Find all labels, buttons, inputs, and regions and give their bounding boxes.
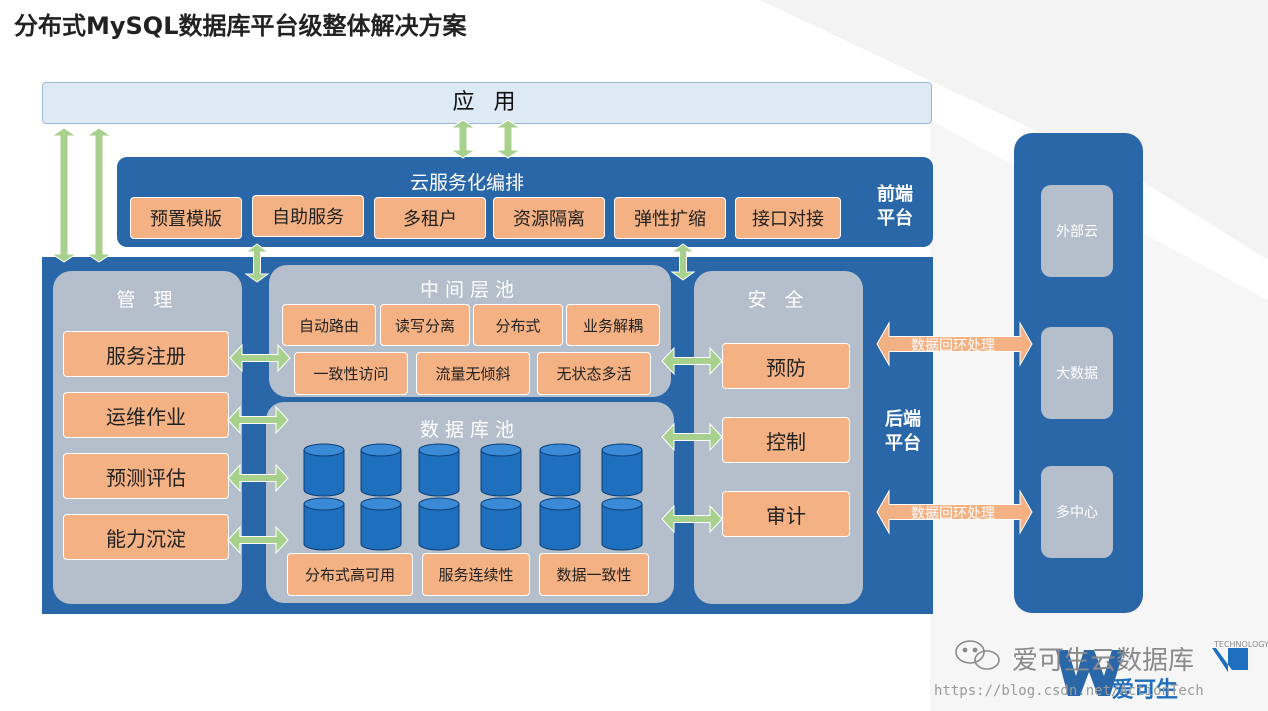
management-link-arrow [227,463,289,493]
management-item: 能力沉淀 [63,514,229,560]
back-platform-label: 后端 平台 [868,408,938,456]
front-platform-line-1: 前端 [877,184,913,205]
database-cylinder-icon [539,497,581,551]
orchestration-item: 接口对接 [735,197,841,239]
database-pool-title: 数据库池 [419,419,520,441]
external-system-box: 大数据 [1041,327,1113,419]
orchestration-item: 资源隔离 [493,197,605,239]
front-platform-line-2: 平台 [877,208,913,229]
middleware-item: 无状态多活 [537,352,651,395]
orchestration-item: 自助服务 [252,195,364,237]
middleware-pool-title: 中间层池 [419,279,520,301]
database-cylinder-icon [360,497,402,551]
management-item: 服务注册 [63,331,229,377]
back-platform-line-2: 平台 [885,433,921,454]
app-double-arrow [449,119,477,159]
security-link-arrow [661,504,723,534]
middleware-item: 流量无倾斜 [416,352,530,395]
security-link-arrow [661,346,723,376]
database-pool-item: 数据一致性 [539,553,649,596]
bg-shape-top [760,0,1268,260]
middleware-item: 一致性访问 [294,352,408,395]
database-pool-item: 分布式高可用 [287,553,413,596]
management-link-arrow [229,343,291,373]
management-item: 预测评估 [63,453,229,499]
security-item: 审计 [722,491,850,537]
middleware-item: 自动路由 [282,304,376,346]
database-cylinder-icon [601,443,643,497]
left-double-arrow [50,127,78,263]
management-link-arrow [227,525,289,555]
front-back-double-arrow [244,243,270,283]
database-cylinder-icon [303,443,345,497]
data-flow-arrow [876,321,1033,367]
data-flow-label-1: 数据回环处理 [911,338,995,354]
orchestration-title: 云服务化编排 [409,172,524,194]
middleware-item: 读写分离 [380,304,470,346]
security-title: 安 全 [747,289,810,311]
front-back-double-arrow [670,243,696,281]
management-item: 运维作业 [63,392,229,438]
database-pool-item: 服务连续性 [422,553,530,596]
database-cylinder-icon [360,443,402,497]
company-logo-icon [1056,648,1248,696]
middleware-item: 业务解耦 [566,304,660,346]
app-double-arrow [494,119,522,159]
security-item: 控制 [722,417,850,463]
security-link-arrow [661,422,723,452]
database-cylinder-icon [480,443,522,497]
orchestration-item: 弹性扩缩 [614,197,726,239]
external-system-box: 外部云 [1041,185,1113,277]
orchestration-item: 预置模版 [130,197,242,239]
logo-small-text: TECHNOLOGY [1214,640,1268,649]
database-cylinder-icon [480,497,522,551]
data-flow-arrow [876,489,1033,535]
logo-text: 爱可生 [1112,678,1179,703]
blog-url-text: https://blog.csdn.net/ActionTech [934,683,1204,699]
application-label: 应 用 [452,90,522,115]
wechat-icon [955,640,1000,670]
management-link-arrow [227,405,289,435]
database-cylinder-icon [418,443,460,497]
page-title: 分布式MySQL数据库平台级整体解决方案 [14,12,467,40]
middleware-item: 分布式 [473,304,563,346]
database-cylinder-icon [539,443,581,497]
back-platform-line-1: 后端 [885,409,921,430]
management-title: 管 理 [116,289,179,311]
database-cylinder-icon [601,497,643,551]
external-system-box: 多中心 [1041,466,1113,558]
wechat-account-text: 爱可生云数据库 [1012,646,1195,676]
front-platform-label: 前端 平台 [860,183,930,231]
application-bar [42,82,932,124]
database-cylinder-icon [418,497,460,551]
left-double-arrow [85,127,113,263]
data-flow-label-2: 数据回环处理 [911,506,995,522]
security-item: 预防 [722,343,850,389]
database-cylinder-icon [303,497,345,551]
orchestration-item: 多租户 [374,197,486,239]
